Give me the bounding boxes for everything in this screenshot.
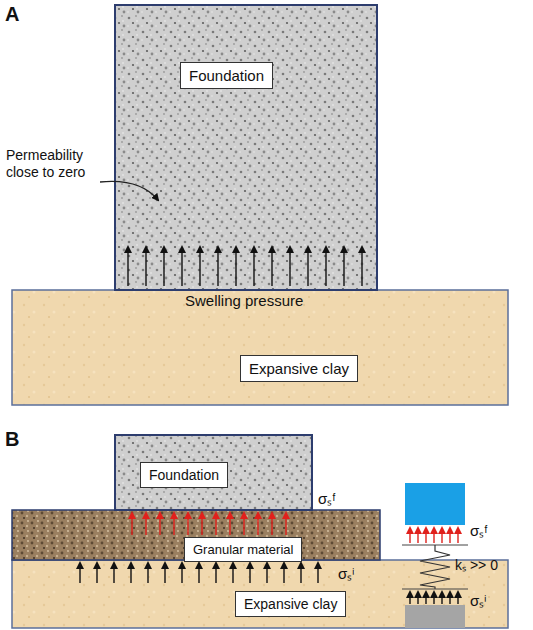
panel-letter: B (5, 428, 19, 451)
pressure-arrow (361, 247, 362, 286)
pressure-arrow (271, 513, 272, 535)
annotation: σₛᶠ (470, 520, 488, 540)
pressure-arrow (300, 563, 301, 583)
pressure-arrow (253, 247, 254, 286)
annotation: kₛ >> 0 (455, 555, 498, 574)
pressure-arrow (441, 592, 442, 604)
pressure-arrow (96, 563, 97, 583)
pressure-arrow (235, 247, 236, 286)
pressure-arrow (163, 247, 164, 286)
annotation: Swelling pressure (185, 292, 303, 309)
annotation: σₛᶠ (318, 488, 336, 508)
pressure-arrow (131, 513, 132, 535)
pressure-arrow (232, 563, 233, 583)
pressure-arrow (145, 513, 146, 535)
pressure-arrow (164, 563, 165, 583)
pressure-arrow (199, 247, 200, 286)
pressure-arrow (457, 592, 458, 604)
pressure-arrow (449, 528, 450, 543)
pressure-arrow (307, 247, 308, 286)
pressure-arrow (266, 563, 267, 583)
pressure-arrow (425, 592, 426, 604)
pressure-arrow (201, 513, 202, 535)
pressure-arrow (417, 528, 418, 543)
pressure-arrow (343, 247, 344, 286)
pressure-arrow (283, 563, 284, 583)
pressure-arrow (145, 247, 146, 286)
pressure-arrow (317, 563, 318, 583)
pressure-arrow (325, 247, 326, 286)
annotation: σₛⁱ (338, 563, 355, 583)
label-box: Expansive clay (235, 591, 346, 617)
pressure-arrow (289, 247, 290, 286)
pressure-arrow (217, 247, 218, 286)
pressure-arrow (147, 563, 148, 583)
annotation: σₛⁱ (470, 590, 487, 610)
pressure-arrow (159, 513, 160, 535)
label-box: Foundation (180, 62, 273, 89)
region-box: Foundation (115, 435, 312, 510)
pressure-arrow (285, 513, 286, 535)
pressure-arrow (433, 528, 434, 543)
pressure-arrow (425, 528, 426, 543)
pressure-arrow (215, 513, 216, 535)
region-box: Expansive clay (12, 560, 508, 628)
label-box: Foundation (140, 462, 228, 488)
label-box: Granular material (184, 537, 302, 562)
pressure-arrow (113, 563, 114, 583)
pressure-arrow (271, 247, 272, 286)
pressure-arrow (249, 563, 250, 583)
pressure-arrow (173, 513, 174, 535)
pressure-arrow (187, 513, 188, 535)
pressure-arrow (433, 592, 434, 604)
pressure-arrow (127, 247, 128, 286)
pressure-arrow (243, 513, 244, 535)
pressure-arrow (409, 592, 410, 604)
pressure-arrow (417, 592, 418, 604)
annotation: Permeability close to zero (6, 147, 102, 181)
pressure-arrow (130, 563, 131, 583)
panel-letter: A (5, 3, 19, 26)
pressure-arrow (229, 513, 230, 535)
pressure-arrow (457, 528, 458, 543)
pressure-arrow (79, 563, 80, 583)
pressure-arrow (257, 513, 258, 535)
pressure-arrow (441, 528, 442, 543)
pressure-arrow (181, 563, 182, 583)
pressure-arrow (409, 528, 410, 543)
pressure-arrow (215, 563, 216, 583)
pressure-arrow (449, 592, 450, 604)
label-box: Expansive clay (240, 355, 358, 382)
region-box: Granular material (12, 510, 380, 560)
region-box: Foundation (115, 5, 377, 290)
pressure-arrow (198, 563, 199, 583)
pressure-arrow (181, 247, 182, 286)
